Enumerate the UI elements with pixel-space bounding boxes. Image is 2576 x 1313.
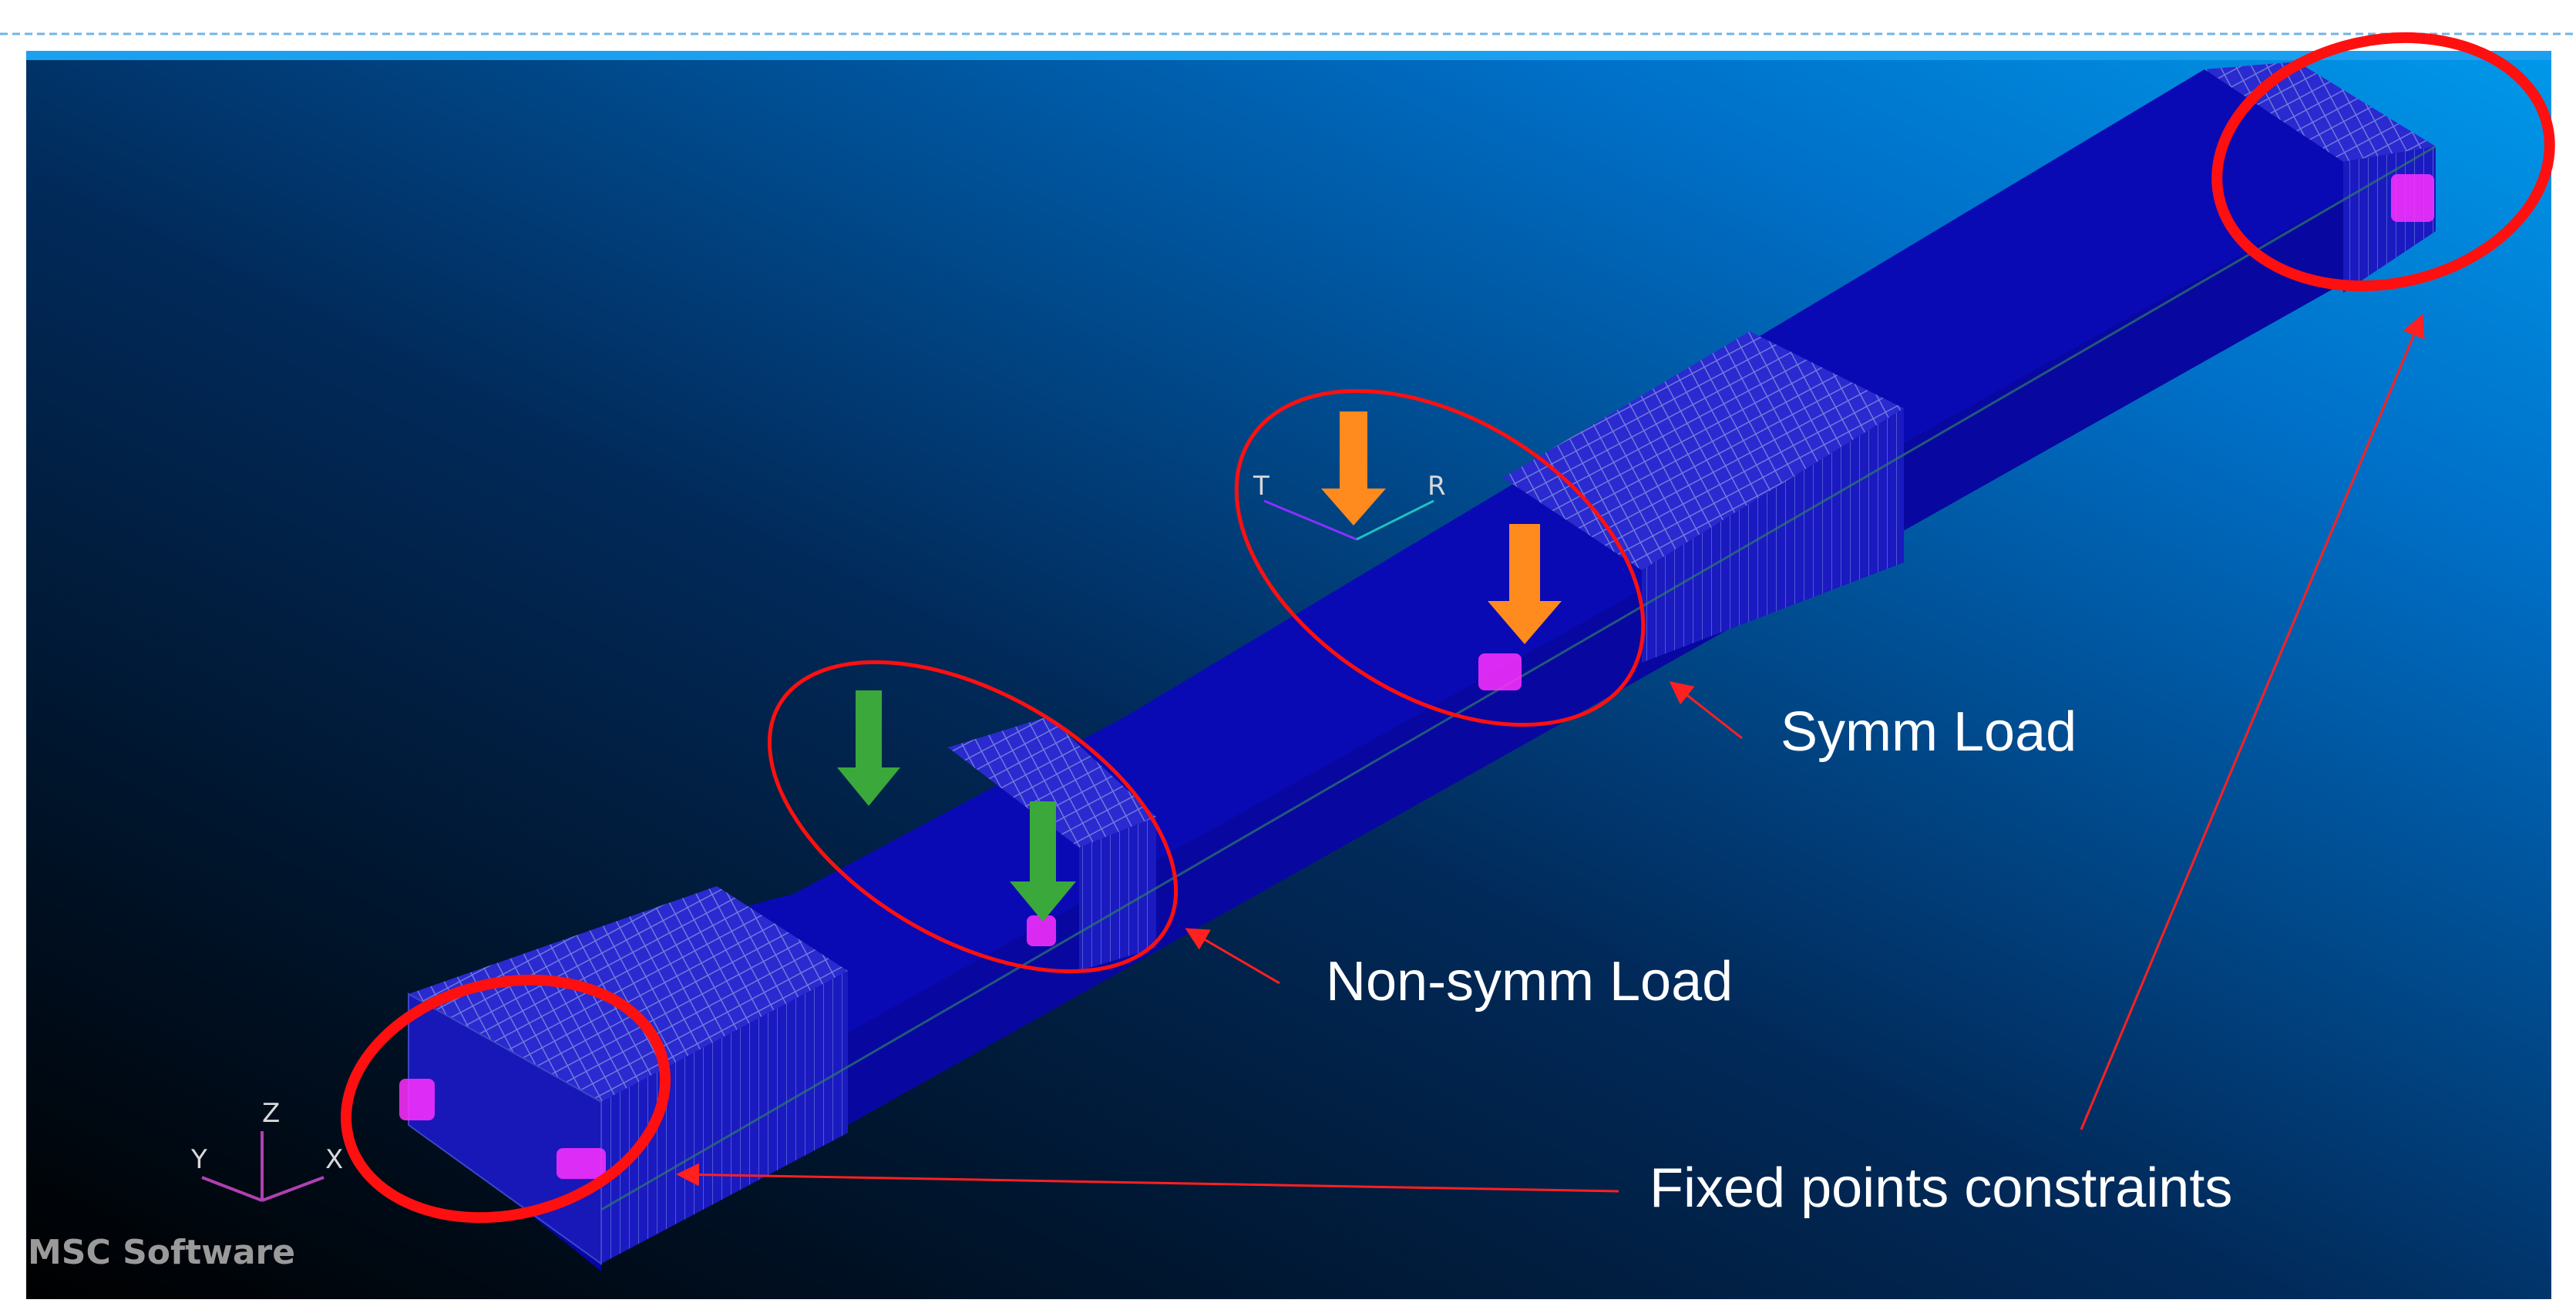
local-coordinate-triad: T R [1253, 471, 1446, 541]
mesh-block-mid-side [1079, 817, 1156, 971]
down-arrow-icon [1321, 411, 1386, 526]
fixed-constraint-icon [2391, 174, 2434, 222]
label-fixed-points: Fixed points constraints [1650, 1157, 2232, 1219]
coordinate-triad-icon: Z Y X [190, 1098, 343, 1202]
fixed-constraint-icon [1027, 915, 1056, 946]
mesh-block-right-top [1503, 331, 1904, 570]
mesh-block-left-side [601, 971, 848, 1264]
mesh-block-left-top [409, 886, 848, 1102]
leader-fixed-left [676, 1163, 1619, 1193]
msc-software-logo: MSC Software [28, 1233, 295, 1272]
axis-z-label: Z [262, 1098, 280, 1129]
label-nonsymm-load: Non-symm Load [1326, 951, 1733, 1012]
fixed-constraint-icons [399, 174, 2434, 1179]
axis-x-label: X [325, 1144, 343, 1175]
fixed-constraint-icon [399, 1079, 435, 1120]
ring-symm [1234, 388, 1646, 727]
fixed-constraint-icon [557, 1148, 606, 1179]
local-axis-t: T [1253, 471, 1270, 502]
ring-fixed-right [2211, 32, 2555, 292]
label-symm-load: Symm Load [1781, 701, 2077, 763]
down-arrow-icon [1488, 524, 1562, 644]
leader-nonsymm [1185, 928, 1280, 985]
leader-fixed-right [2080, 314, 2425, 1130]
down-arrow-icon [1010, 801, 1076, 922]
local-axis-r: R [1428, 471, 1446, 502]
fixed-constraint-icon [1478, 653, 1522, 690]
nonsymm-load-arrows [837, 690, 1076, 922]
ring-fixed-left [341, 974, 671, 1224]
leader-lines [676, 314, 2425, 1193]
mesh-block-mid-top [948, 717, 1156, 848]
viewport-top-bar [26, 51, 2551, 60]
symm-load-arrows [1321, 411, 1562, 644]
ring-nonsymm [767, 660, 1179, 974]
mesh-block-right-side [1642, 408, 1904, 663]
highlight-rings [341, 32, 2555, 1224]
down-arrow-icon [837, 690, 900, 806]
axis-y-label: Y [190, 1144, 207, 1175]
leader-symm [1669, 681, 1743, 740]
